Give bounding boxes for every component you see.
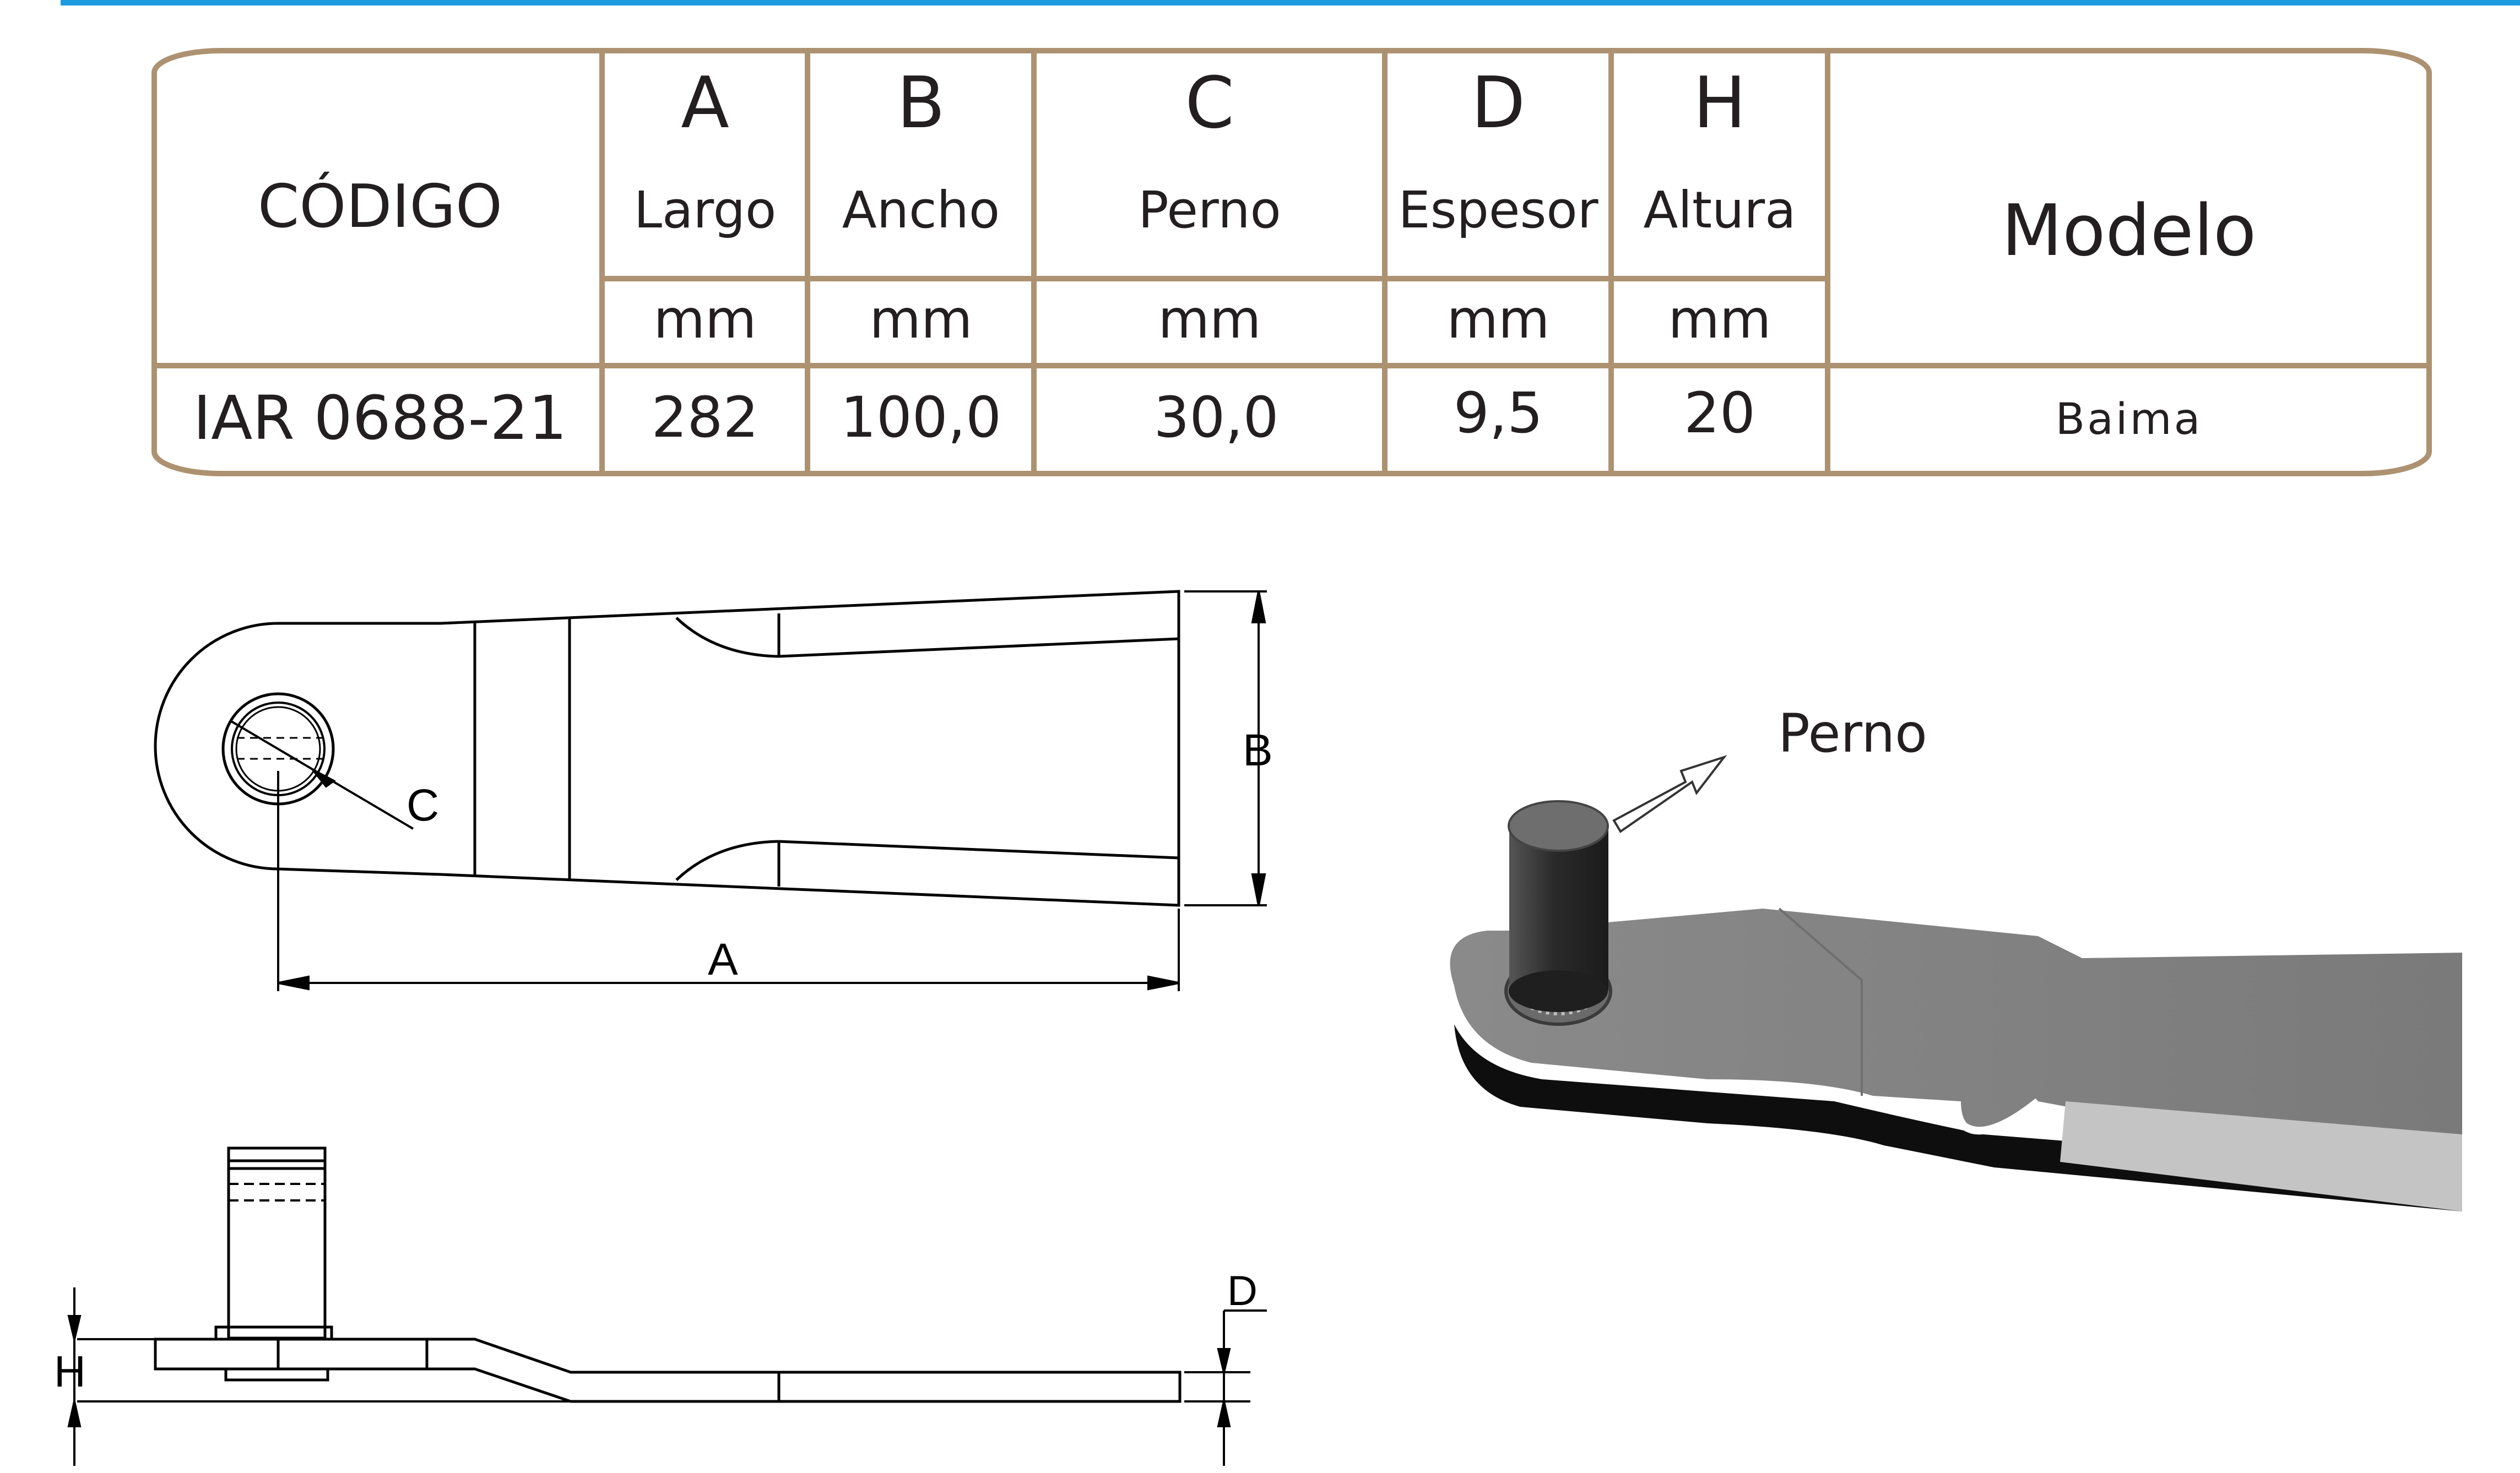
dim-h-line bbox=[67, 1287, 571, 1466]
dim-d-line bbox=[1184, 1309, 1267, 1466]
top-view-drawing: C A B bbox=[154, 590, 1273, 991]
row-codigo: IAR 0688-21 bbox=[193, 383, 567, 453]
header-h-name: Altura bbox=[1643, 181, 1796, 240]
row-value-c: 30,0 bbox=[1153, 385, 1279, 450]
dim-b-line bbox=[1184, 590, 1267, 906]
row-value-d: 9,5 bbox=[1453, 381, 1543, 446]
header-c-unit: mm bbox=[1158, 289, 1261, 350]
label-b: B bbox=[1243, 725, 1273, 775]
row-value-a: 282 bbox=[651, 385, 759, 450]
blade-crease bbox=[1778, 907, 1863, 1096]
pin-body bbox=[1509, 826, 1608, 991]
label-a: A bbox=[708, 934, 738, 985]
perno-arrow-icon bbox=[1612, 755, 1727, 833]
top-accent-line bbox=[61, 0, 2520, 6]
row-modelo: Baima bbox=[2055, 395, 2203, 444]
header-h-letter: H bbox=[1693, 62, 1747, 144]
blade-edge-shadow bbox=[1454, 1024, 2462, 1211]
table-grid bbox=[151, 48, 2432, 476]
row-value-h: 20 bbox=[1684, 381, 1755, 446]
label-d: D bbox=[1227, 1268, 1258, 1314]
header-c-name: Perno bbox=[1138, 181, 1281, 240]
header-a-name: Largo bbox=[633, 181, 777, 240]
blade-notch-highlight bbox=[1958, 1098, 2041, 1135]
blade-side-outline bbox=[154, 1146, 1182, 1403]
header-b-name: Ancho bbox=[842, 181, 1000, 240]
blade-top-surface bbox=[1450, 909, 2462, 1145]
pin-top-face bbox=[1508, 800, 1609, 852]
header-d-name: Espesor bbox=[1398, 181, 1598, 240]
row-value-b: 100,0 bbox=[840, 385, 1001, 450]
side-view-drawing: H D bbox=[54, 1146, 1267, 1466]
render-callout-perno: Perno bbox=[1778, 703, 1927, 764]
dim-a-line bbox=[277, 771, 1180, 991]
blade-bevel-light bbox=[2060, 1101, 2462, 1211]
pin-base bbox=[1509, 970, 1608, 1012]
spec-table: CÓDIGO Modelo A Largo mm B Ancho mm C Pe… bbox=[0, 0, 2520, 496]
header-h-unit: mm bbox=[1668, 289, 1771, 350]
header-d-unit: mm bbox=[1446, 289, 1550, 350]
header-codigo: CÓDIGO bbox=[257, 172, 503, 241]
label-c: C bbox=[407, 780, 439, 830]
pin-weld-bead bbox=[1515, 961, 1602, 1015]
header-b-unit: mm bbox=[869, 289, 973, 350]
header-b-letter: B bbox=[897, 62, 945, 144]
blade-top-outline bbox=[154, 590, 1180, 907]
header-modelo: Modelo bbox=[2001, 190, 2257, 272]
header-a-letter: A bbox=[681, 62, 729, 144]
label-h: H bbox=[54, 1347, 86, 1396]
pin-weld-ring bbox=[1504, 956, 1612, 1026]
header-a-unit: mm bbox=[653, 289, 757, 350]
header-d-letter: D bbox=[1471, 62, 1526, 144]
header-c-letter: C bbox=[1185, 62, 1234, 144]
dim-c-leader bbox=[230, 720, 414, 830]
